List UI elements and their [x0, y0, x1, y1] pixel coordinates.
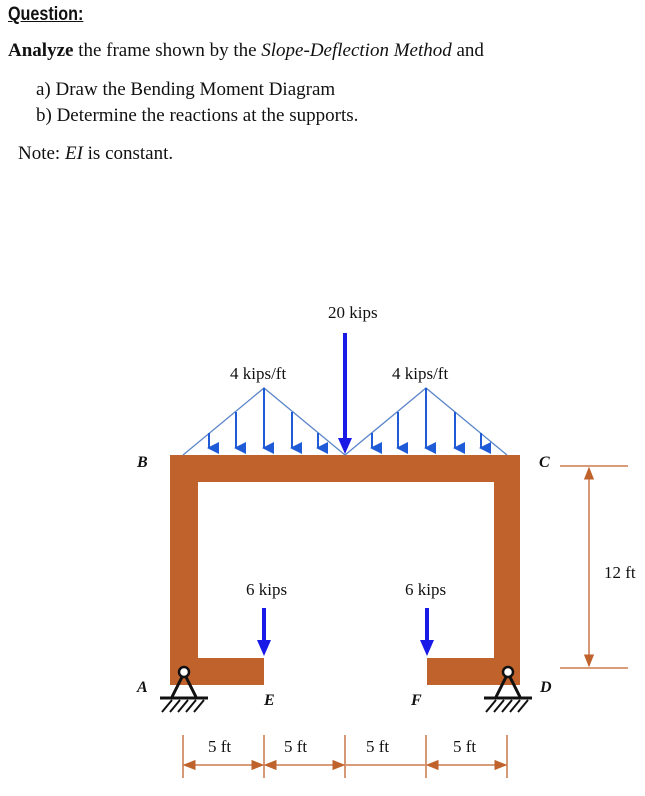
span-label-1: 5 ft: [208, 737, 231, 756]
span-dimensions: [182, 735, 508, 778]
pin-support-d: [484, 665, 532, 713]
node-label-c: C: [539, 454, 550, 471]
question-heading: Question:: [8, 4, 84, 25]
intro-text: Analyze the frame shown by the Slope-Def…: [8, 40, 484, 62]
frame: [170, 455, 520, 685]
span-label-3: 5 ft: [366, 737, 389, 756]
dist-load-right-label: 4 kips/ft: [392, 364, 448, 383]
node-label-e: E: [263, 692, 275, 709]
span-label-4: 5 ft: [453, 737, 476, 756]
method-name: Slope-Deflection Method: [261, 40, 452, 61]
node-label-f: F: [410, 692, 422, 709]
note-prefix: Note:: [18, 143, 65, 164]
note: Note: EI is constant.: [18, 143, 173, 165]
load-arrows: [207, 388, 491, 454]
height-dimension: [560, 465, 628, 669]
point-load-20-arrow: [338, 333, 352, 454]
node-label-d: D: [539, 679, 552, 696]
point-load-6-left-arrow: [257, 608, 271, 656]
span-label-2: 5 ft: [284, 737, 307, 756]
note-ei: EI: [64, 143, 83, 164]
point-load-20-label: 20 kips: [328, 303, 378, 322]
dist-load-left-label: 4 kips/ft: [230, 364, 286, 383]
part-a: a) Draw the Bending Moment Diagram: [36, 79, 336, 100]
intro-text2: and: [451, 40, 484, 61]
node-label-a: A: [136, 679, 148, 696]
point-load-6-right-arrow: [420, 608, 434, 656]
point-load-6-left-label: 6 kips: [246, 580, 287, 599]
node-label-b: B: [136, 454, 148, 471]
intro-text1: the frame shown by the: [73, 40, 262, 61]
intro-bold: Analyze: [8, 40, 74, 61]
part-b: b) Determine the reactions at the suppor…: [36, 105, 359, 126]
note-suffix: is constant.: [82, 143, 174, 164]
pin-support-a: [160, 665, 208, 713]
point-load-6-right-label: 6 kips: [405, 580, 446, 599]
height-label: 12 ft: [604, 563, 636, 582]
